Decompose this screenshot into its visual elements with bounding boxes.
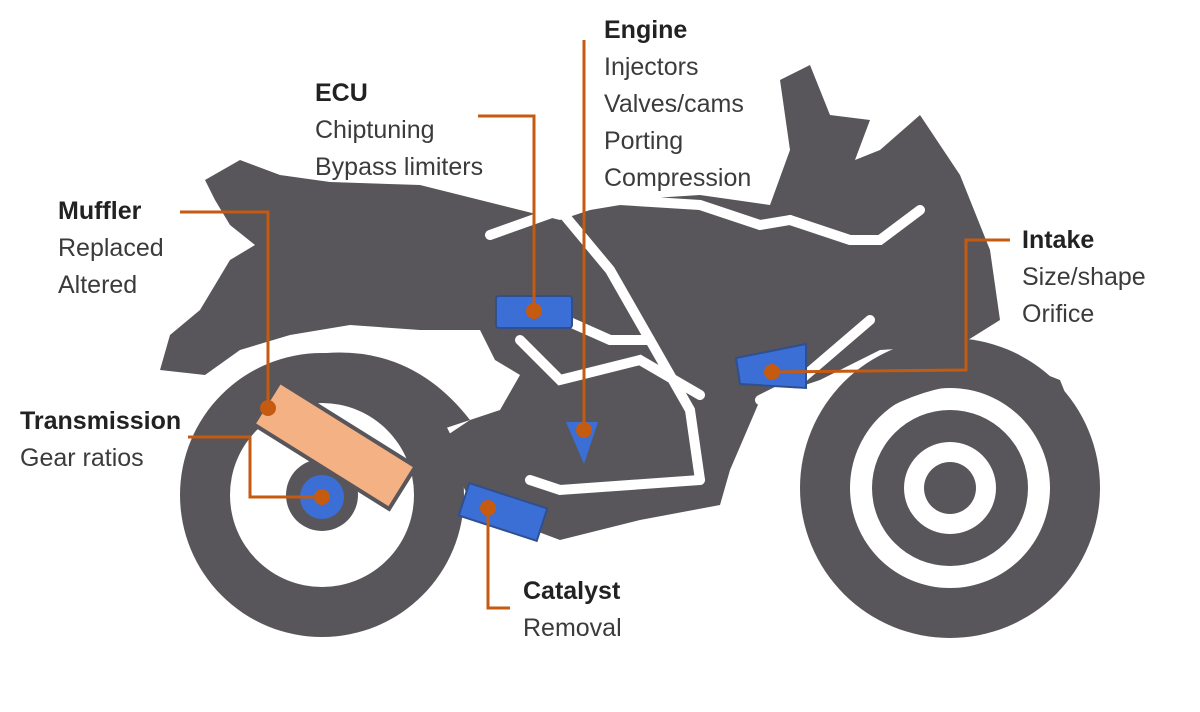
label-transmission: Transmission Gear ratios <box>20 403 181 477</box>
engine-item: Injectors <box>604 53 699 81</box>
leader-catalyst <box>486 508 510 610</box>
muffler-part[interactable] <box>240 373 419 512</box>
tail-section <box>160 65 1000 540</box>
muffler-item: Replaced <box>58 234 164 262</box>
engine-item: Compression <box>604 164 752 192</box>
rear-fender <box>285 352 470 430</box>
engine-title: Engine <box>604 16 688 44</box>
transmission-item: Gear ratios <box>20 444 144 472</box>
engine-item: Porting <box>604 127 684 155</box>
leader-muffler <box>180 210 270 408</box>
label-engine: Engine Injectors Valves/cams Porting Com… <box>604 12 751 197</box>
leader-intake <box>771 238 1010 374</box>
ecu-item: Bypass limiters <box>315 153 484 181</box>
intake-title: Intake <box>1022 226 1095 254</box>
leader-dots <box>260 303 780 516</box>
leader-lines <box>180 40 1010 610</box>
muffler-title: Muffler <box>58 197 142 225</box>
transmission-title: Transmission <box>20 407 182 435</box>
intake-item: Size/shape <box>1022 263 1146 291</box>
catalyst-title: Catalyst <box>523 577 621 605</box>
label-intake: Intake Size/shape Orifice <box>1022 222 1146 333</box>
leader-ecu <box>478 114 536 311</box>
intake-item: Orifice <box>1022 300 1095 328</box>
ecu-item: Chiptuning <box>315 116 435 144</box>
label-muffler: Muffler Replaced Altered <box>58 193 164 304</box>
label-catalyst: Catalyst Removal <box>523 573 622 647</box>
label-ecu: ECU Chiptuning Bypass limiters <box>315 75 483 186</box>
front-fender <box>820 362 1070 440</box>
leader-transmission <box>188 435 322 499</box>
ecu-title: ECU <box>315 79 368 107</box>
catalyst-part[interactable] <box>457 481 549 543</box>
engine-item: Valves/cams <box>604 90 744 118</box>
catalyst-item: Removal <box>523 614 622 642</box>
muffler-item: Altered <box>58 271 138 299</box>
